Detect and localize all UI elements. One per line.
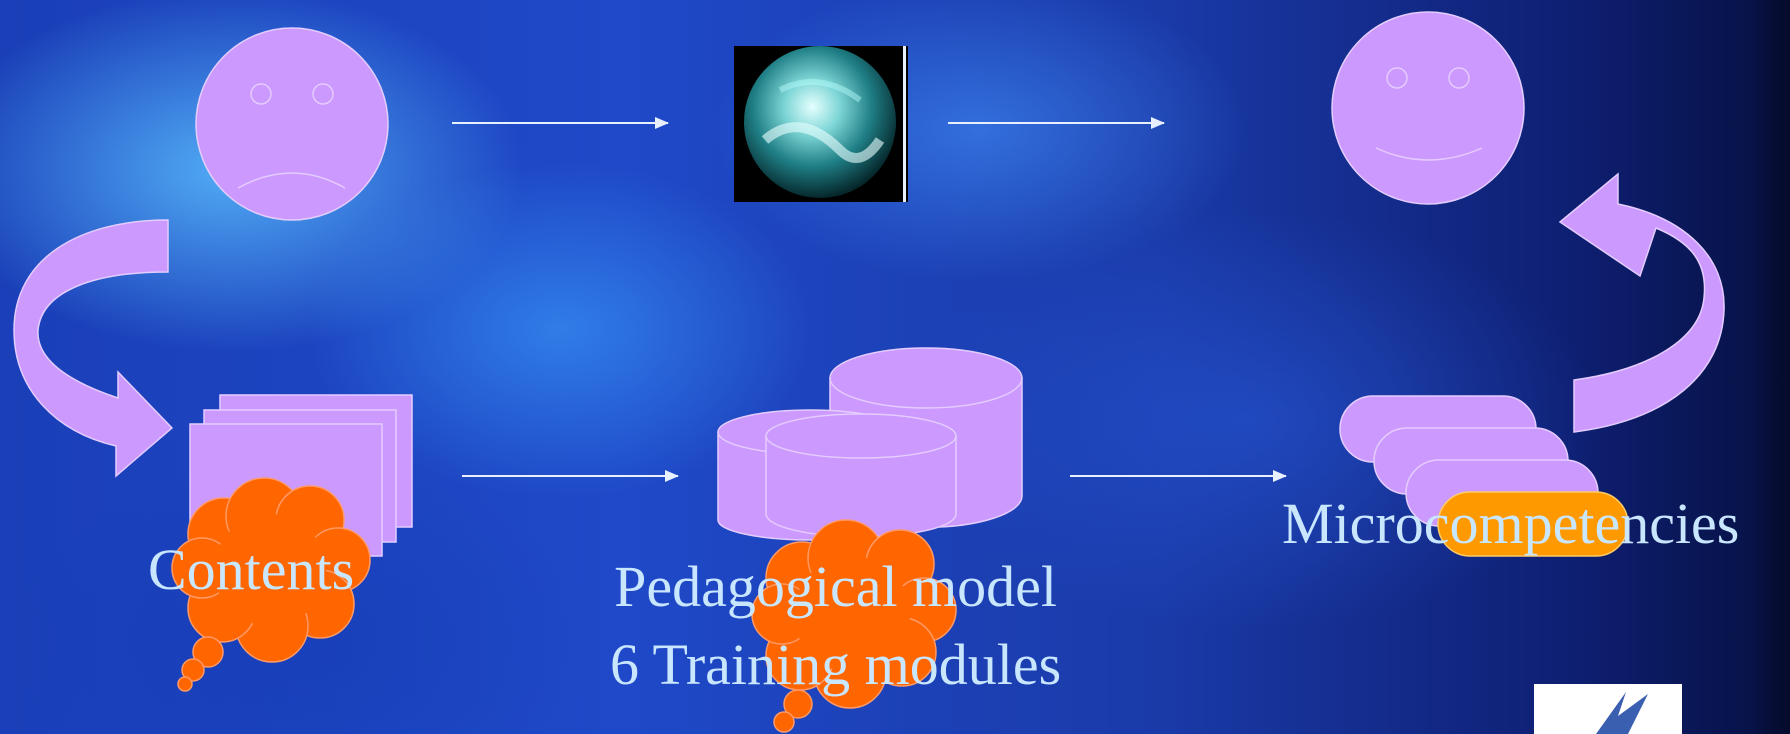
curved-arrow-icon [13, 219, 174, 478]
sad-face-icon [195, 27, 389, 221]
database-icon [717, 347, 1023, 541]
crystal-ball-icon [734, 46, 908, 202]
thought-cloud-icon [751, 519, 957, 733]
label-contents: Contents [148, 537, 355, 602]
happy-face-icon [1331, 11, 1525, 205]
thought-cloud-icon [171, 477, 371, 692]
curved-arrow-icon [1558, 172, 1725, 433]
label-pedagogical-line1: Pedagogical model [614, 554, 1058, 619]
label-pedagogical-line2: 6 Training modules [610, 632, 1062, 697]
logo-icon [1534, 684, 1682, 734]
stacked-pills-icon [1339, 395, 1629, 557]
label-microcompetencies: Microcompetencies [1282, 491, 1740, 556]
label-pedagogical: Pedagogical model 6 Training modules [610, 548, 1061, 704]
